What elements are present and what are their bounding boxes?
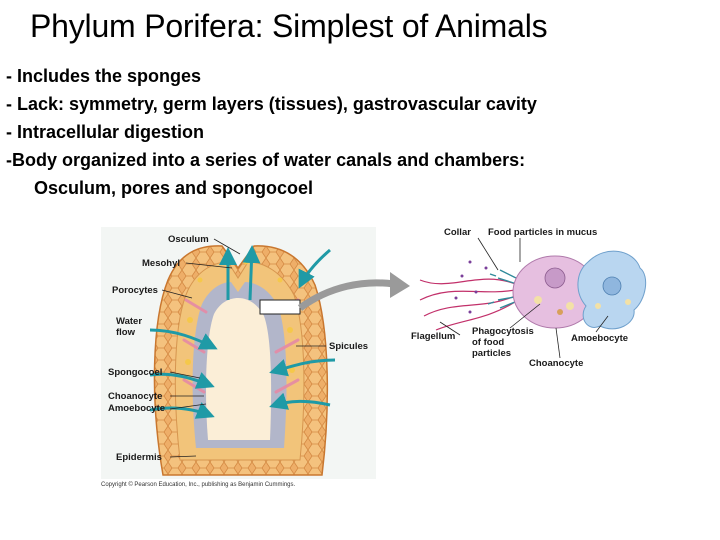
choanocyte-detail (419, 250, 647, 331)
bullet-list: - Includes the sponges - Lack: symmetry,… (6, 62, 706, 202)
label-mesohyl: Mesohyl (142, 258, 180, 269)
label-phagocytosis: Phagocytosis (472, 326, 534, 337)
label-water-flow: Water (116, 316, 142, 327)
label-amoebocyte: Amoebocyte (108, 403, 165, 414)
label-spongocoel: Spongocoel (108, 367, 162, 378)
label-water-flow: flow (116, 327, 136, 338)
label-phagocytosis: of food (472, 337, 504, 348)
bullet-item-continuation: Osculum, pores and spongocoel (34, 178, 314, 198)
label-amoebocyte-detail: Amoebocyte (571, 333, 628, 344)
bullet-item: - Intracellular digestion (6, 122, 205, 142)
label-phagocytosis: particles (472, 348, 511, 359)
right-labels: Collar Food particles in mucus Flagellum… (411, 227, 628, 369)
label-choanocyte: Choanocyte (108, 391, 162, 402)
label-spicules: Spicules (329, 341, 368, 352)
label-osculum: Osculum (168, 234, 209, 245)
bullet-item: - Includes the sponges (6, 66, 202, 86)
label-food-particles: Food particles in mucus (488, 227, 597, 238)
label-epidermis: Epidermis (116, 452, 162, 463)
sponge-body (153, 245, 329, 476)
label-flagellum: Flagellum (411, 331, 455, 342)
page-title: Phylum Porifera: Simplest of Animals (30, 8, 548, 44)
copyright-note: Copyright © Pearson Education, Inc., pub… (101, 481, 296, 488)
bullet-item: - Lack: symmetry, germ layers (tissues),… (6, 94, 537, 114)
label-porocytes: Porocytes (112, 285, 158, 296)
left-labels: Osculum Mesohyl Porocytes Water flow Spo… (101, 234, 368, 488)
zoom-arrow (297, 272, 410, 311)
bullet-item: -Body organized into a series of water c… (6, 150, 526, 170)
label-collar: Collar (444, 227, 471, 238)
water-flow-arrows (149, 245, 336, 419)
label-choanocyte-detail: Choanocyte (529, 358, 583, 369)
